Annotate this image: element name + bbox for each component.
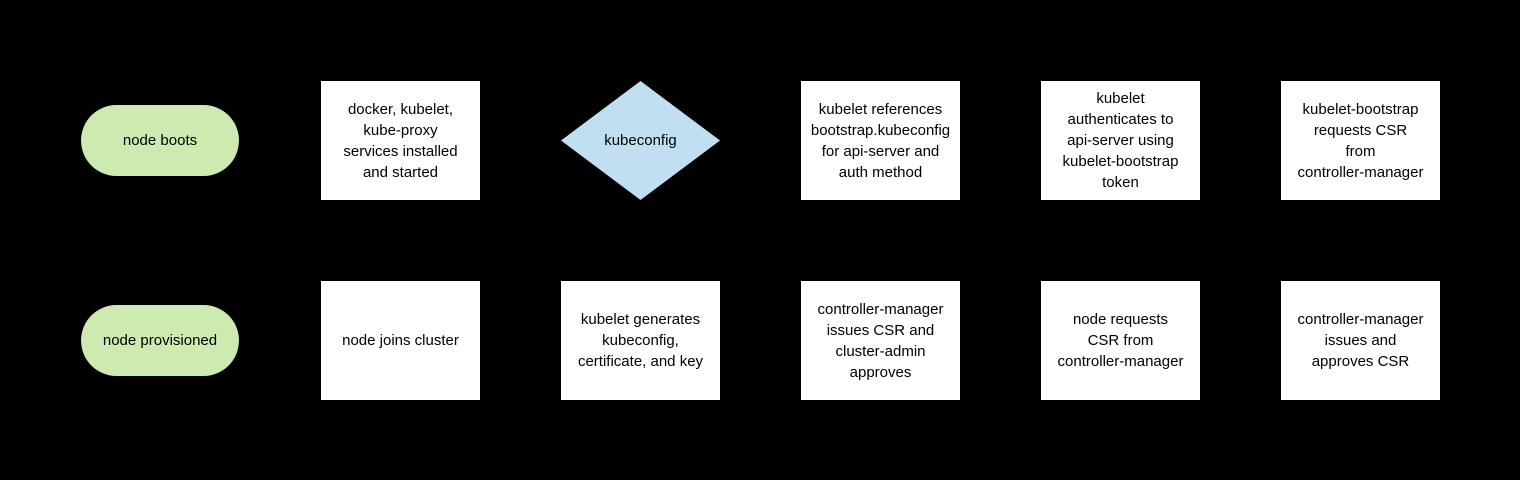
node-node-requests-csr[interactable]: node requests CSR from controller-manage…: [1041, 281, 1200, 400]
node-label: kubeconfig: [604, 132, 677, 149]
node-label: controller-manager issues and approves C…: [1297, 311, 1424, 370]
node-label: controller-manager issues CSR and cluste…: [817, 300, 944, 381]
node-label: kubelet generates kubeconfig, certificat…: [577, 311, 704, 370]
node-node-provisioned[interactable]: node provisioned: [81, 305, 239, 376]
node-kubelet-generates-kubeconfig[interactable]: kubelet generates kubeconfig, certificat…: [561, 281, 720, 400]
node-label: node provisioned: [102, 332, 218, 349]
node-label: kubelet authenticates to api-server usin…: [1062, 90, 1179, 191]
node-controller-manager-issues-approves[interactable]: controller-manager issues and approves C…: [1281, 281, 1440, 400]
node-services-installed[interactable]: docker, kubelet, kube-proxy services ins…: [321, 81, 480, 200]
node-label: kubelet references bootstrap.kubeconfig …: [810, 100, 951, 181]
node-label: kubelet-bootstrap requests CSR from cont…: [1297, 100, 1424, 181]
node-kubelet-bootstrap-requests-csr[interactable]: kubelet-bootstrap requests CSR from cont…: [1281, 81, 1440, 200]
node-kubelet-references-bootstrap[interactable]: kubelet references bootstrap.kubeconfig …: [801, 81, 960, 200]
node-node-boots[interactable]: node boots: [81, 105, 239, 176]
node-label: docker, kubelet, kube-proxy services ins…: [343, 100, 458, 181]
node-label: node boots: [122, 132, 198, 149]
node-label: node joins cluster: [342, 332, 459, 349]
node-kubelet-authenticates[interactable]: kubelet authenticates to api-server usin…: [1041, 81, 1200, 200]
node-kubeconfig-decision[interactable]: kubeconfig: [561, 81, 720, 200]
node-node-joins-cluster[interactable]: node joins cluster: [321, 281, 480, 400]
node-controller-manager-issues-csr[interactable]: controller-manager issues CSR and cluste…: [801, 281, 960, 400]
node-label: node requests CSR from controller-manage…: [1057, 311, 1184, 370]
